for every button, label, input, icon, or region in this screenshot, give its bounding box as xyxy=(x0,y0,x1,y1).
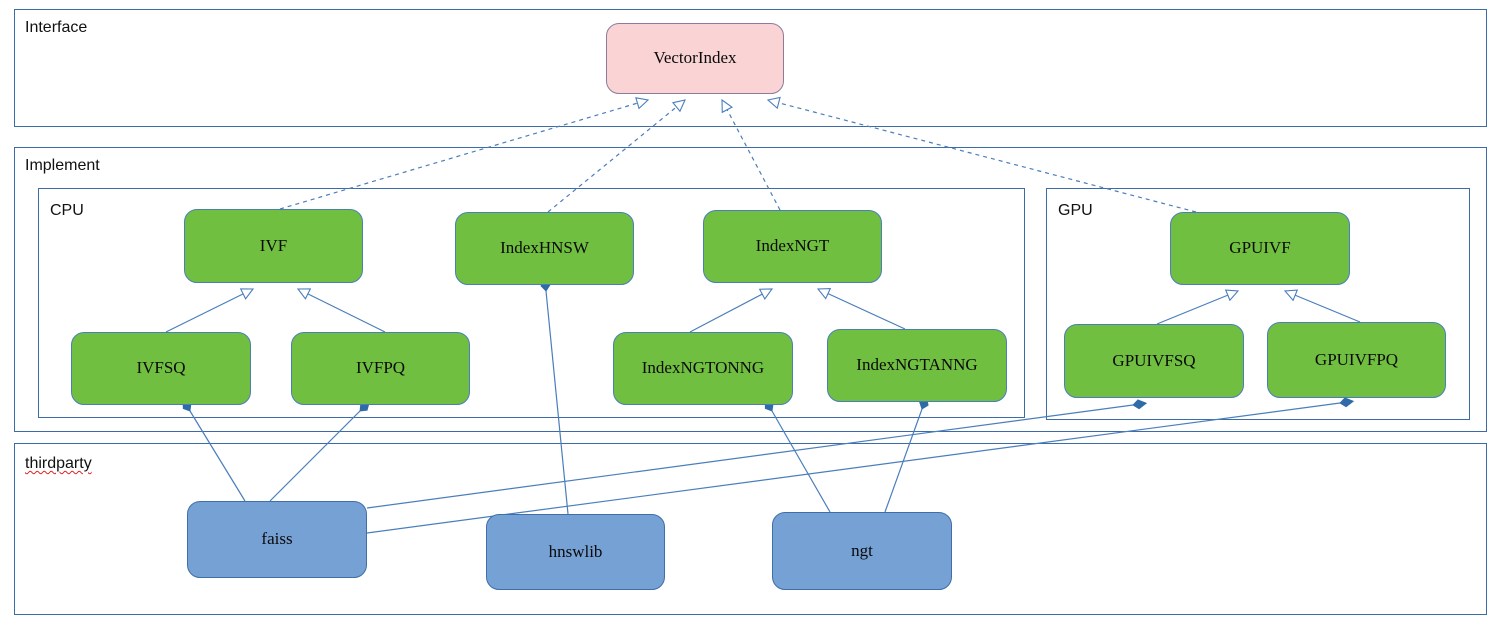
node-ivfsq[interactable]: IVFSQ xyxy=(71,332,251,405)
node-indexngt[interactable]: IndexNGT xyxy=(703,210,882,283)
node-indexngtonng-label: IndexNGTONNG xyxy=(641,358,765,378)
node-gpuivfpq[interactable]: GPUIVFPQ xyxy=(1267,322,1446,398)
node-gpuivf-label: GPUIVF xyxy=(1229,238,1291,258)
node-hnswlib[interactable]: hnswlib xyxy=(486,514,665,590)
node-indexhnsw-label: IndexHNSW xyxy=(500,238,589,258)
node-vectorindex-label: VectorIndex xyxy=(653,48,737,68)
node-ivfpq-label: IVFPQ xyxy=(355,358,406,378)
node-ivf-label: IVF xyxy=(259,235,288,255)
node-ivf[interactable]: IVF xyxy=(184,209,363,283)
node-indexngtanng[interactable]: IndexNGTANNG xyxy=(827,329,1007,402)
node-faiss[interactable]: faiss xyxy=(187,501,367,578)
group-thirdparty-label: thirdparty xyxy=(25,455,92,472)
node-gpuivfpq-label: GPUIVFPQ xyxy=(1314,349,1399,369)
group-cpu-label: CPU xyxy=(50,202,84,219)
node-gpuivfsq-label: GPUIVFSQ xyxy=(1112,350,1196,370)
group-implement-label: Implement xyxy=(25,157,100,174)
group-interface-label: Interface xyxy=(25,19,88,36)
node-indexhnsw[interactable]: IndexHNSW xyxy=(455,212,634,285)
node-indexngt-label: IndexNGT xyxy=(755,236,830,256)
group-gpu-label: GPU xyxy=(1058,202,1093,219)
node-ngt-label: ngt xyxy=(851,540,873,560)
node-indexngtonng[interactable]: IndexNGTONNG xyxy=(613,332,793,405)
node-hnswlib-label: hnswlib xyxy=(548,541,603,561)
node-gpuivfsq[interactable]: GPUIVFSQ xyxy=(1064,324,1244,398)
node-indexngtanng-label: IndexNGTANNG xyxy=(856,355,978,375)
node-vectorindex[interactable]: VectorIndex xyxy=(606,23,784,94)
node-ngt[interactable]: ngt xyxy=(772,512,952,590)
node-ivfpq[interactable]: IVFPQ xyxy=(291,332,470,405)
node-ivfsq-label: IVFSQ xyxy=(136,358,186,378)
node-faiss-label: faiss xyxy=(261,529,293,549)
node-gpuivf[interactable]: GPUIVF xyxy=(1170,212,1350,285)
